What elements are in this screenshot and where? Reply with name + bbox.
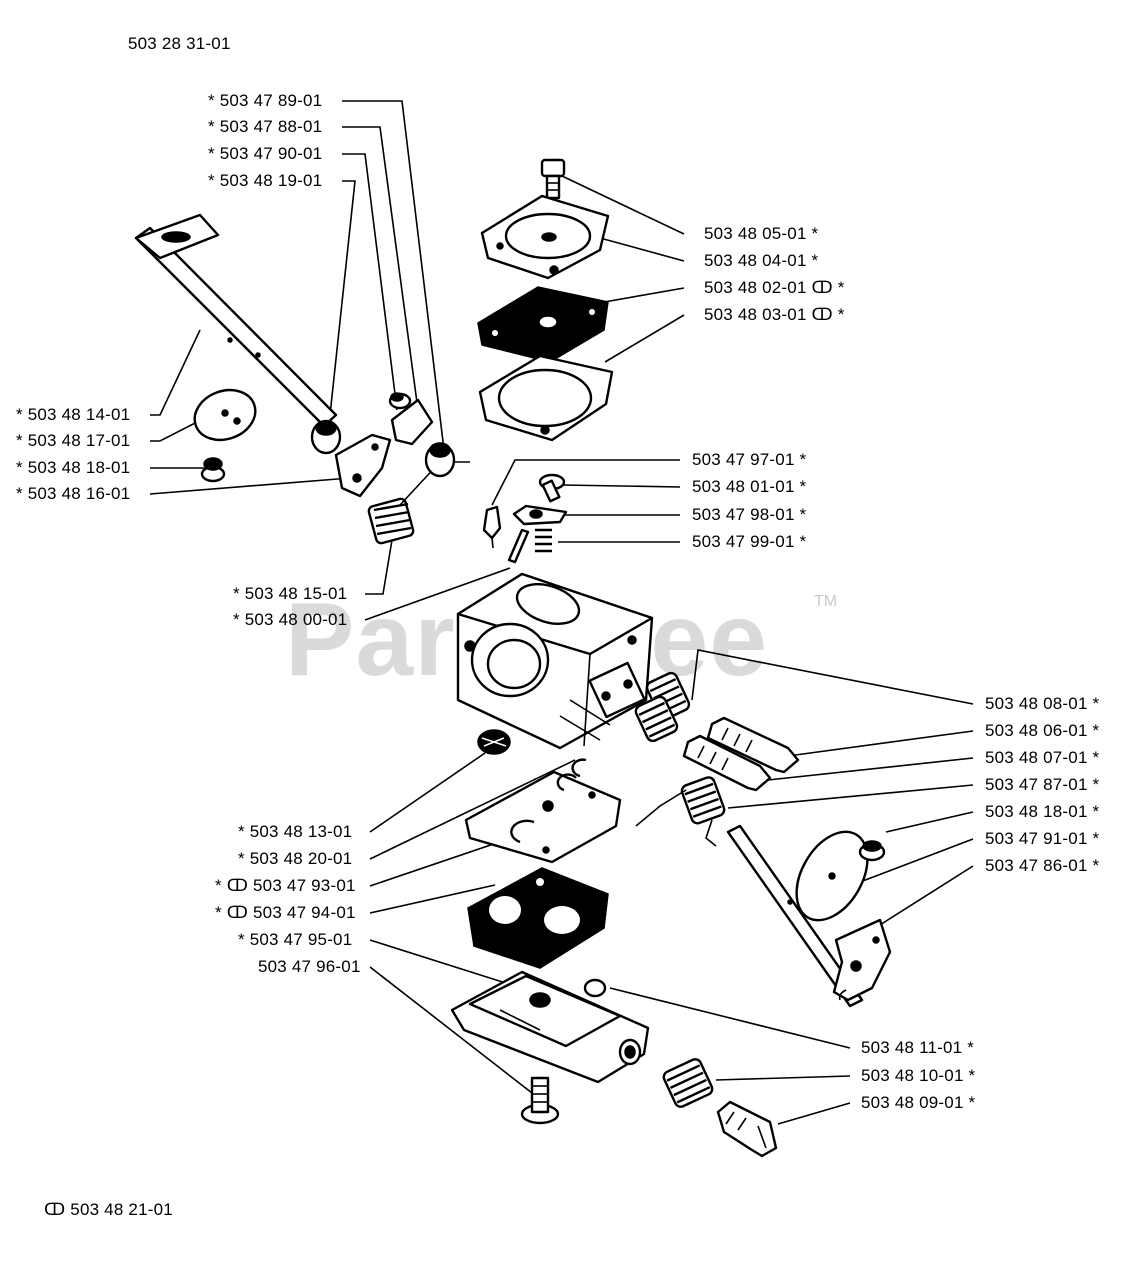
retaining-clip: [571, 758, 587, 778]
filter-screen: [477, 729, 511, 755]
callout-label: * 503 48 13-01: [238, 822, 353, 841]
callout-label: * 503 48 14-01: [16, 405, 131, 424]
callout-label: * ↀ 503 47 94-01: [215, 903, 356, 922]
callout-label: * 503 48 20-01: [238, 849, 353, 868]
low-speed-needle: [682, 734, 772, 792]
callout-label: 503 48 07-01 *: [985, 748, 1100, 767]
cover-screw: [540, 158, 566, 200]
callout-label: 503 47 97-01 *: [692, 450, 807, 469]
callout-label: * ↀ 503 47 93-01: [215, 876, 356, 895]
choke-screw: [858, 840, 886, 862]
control-lever-spring: [535, 528, 552, 553]
callout-label: 503 48 04-01 *: [704, 251, 819, 270]
callout-label: 503 48 11-01 *: [861, 1038, 975, 1057]
bushing-left: [310, 419, 342, 455]
callout-label: 503 48 05-01 *: [704, 224, 819, 243]
callout-label: 503 47 99-01 *: [692, 532, 807, 551]
callout-label: * 503 47 88-01: [208, 117, 323, 136]
inlet-needle: [482, 505, 502, 549]
callout-label: * 503 48 19-01: [208, 171, 323, 190]
throttle-lever: [334, 433, 392, 498]
pump-gasket: [478, 354, 614, 442]
control-lever: [512, 504, 568, 526]
pump-cover: [480, 194, 610, 280]
plug: [583, 978, 607, 998]
callout-label: 503 48 18-01 *: [985, 802, 1100, 821]
callout-label: 503 48 08-01 *: [985, 694, 1100, 713]
choke-valve: [795, 830, 869, 922]
callout-label: 503 47 98-01 *: [692, 505, 807, 524]
choke-shaft: [726, 824, 864, 1008]
callout-label: 503 48 03-01 ↀ *: [704, 305, 845, 324]
callout-label: * 503 48 16-01: [16, 484, 131, 503]
bushing-right: [424, 442, 456, 478]
throttle-shaft: [134, 213, 338, 428]
callout-label: 503 47 86-01 *: [985, 856, 1100, 875]
callout-label: 503 48 02-01 ↀ *: [704, 278, 845, 297]
callout-label: * 503 48 15-01: [233, 584, 348, 603]
callout-label: 503 47 96-01: [258, 957, 361, 976]
watermark-trademark: TM: [814, 593, 838, 610]
callout-label: 503 48 10-01 *: [861, 1066, 976, 1085]
choke-lever: [388, 392, 434, 446]
idle-spring: [662, 1058, 714, 1108]
metering-diaphragm: [467, 867, 609, 969]
adjust-springs: [634, 671, 691, 743]
choke-lever-right: [832, 918, 892, 1002]
metering-cover: [450, 970, 650, 1084]
callout-label: 503 47 91-01 *: [985, 829, 1100, 848]
callout-label: * 503 48 18-01: [16, 458, 131, 477]
callout-label: * 503 47 89-01: [208, 91, 323, 110]
high-speed-needle: [706, 716, 800, 774]
lever-pin: [507, 528, 530, 564]
kit-footnote: ↀ 503 48 21-01: [44, 1200, 173, 1219]
valve-screw-left: [200, 457, 226, 483]
callout-label: 503 48 01-01 *: [692, 477, 807, 496]
metering-gasket: [464, 770, 622, 864]
throttle-valve: [193, 388, 257, 442]
callout-label: * 503 47 95-01: [238, 930, 353, 949]
cover-bolt: [520, 1076, 560, 1125]
pump-diaphragm: [477, 286, 609, 363]
callout-label: * 503 47 90-01: [208, 144, 323, 163]
callout-label: 503 47 87-01 *: [985, 775, 1100, 794]
assembly-number: 503 28 31-01: [128, 34, 231, 53]
choke-spring: [635, 776, 726, 847]
carburetor-body: [456, 572, 654, 750]
lever-screw: [538, 473, 566, 503]
idle-screw: [716, 1100, 778, 1158]
lever-spring-left: [367, 461, 470, 545]
callout-label: 503 48 06-01 *: [985, 721, 1100, 740]
callout-label: * 503 48 00-01: [233, 610, 348, 629]
callout-label: * 503 48 17-01: [16, 431, 131, 450]
callout-label: 503 48 09-01 *: [861, 1093, 976, 1112]
